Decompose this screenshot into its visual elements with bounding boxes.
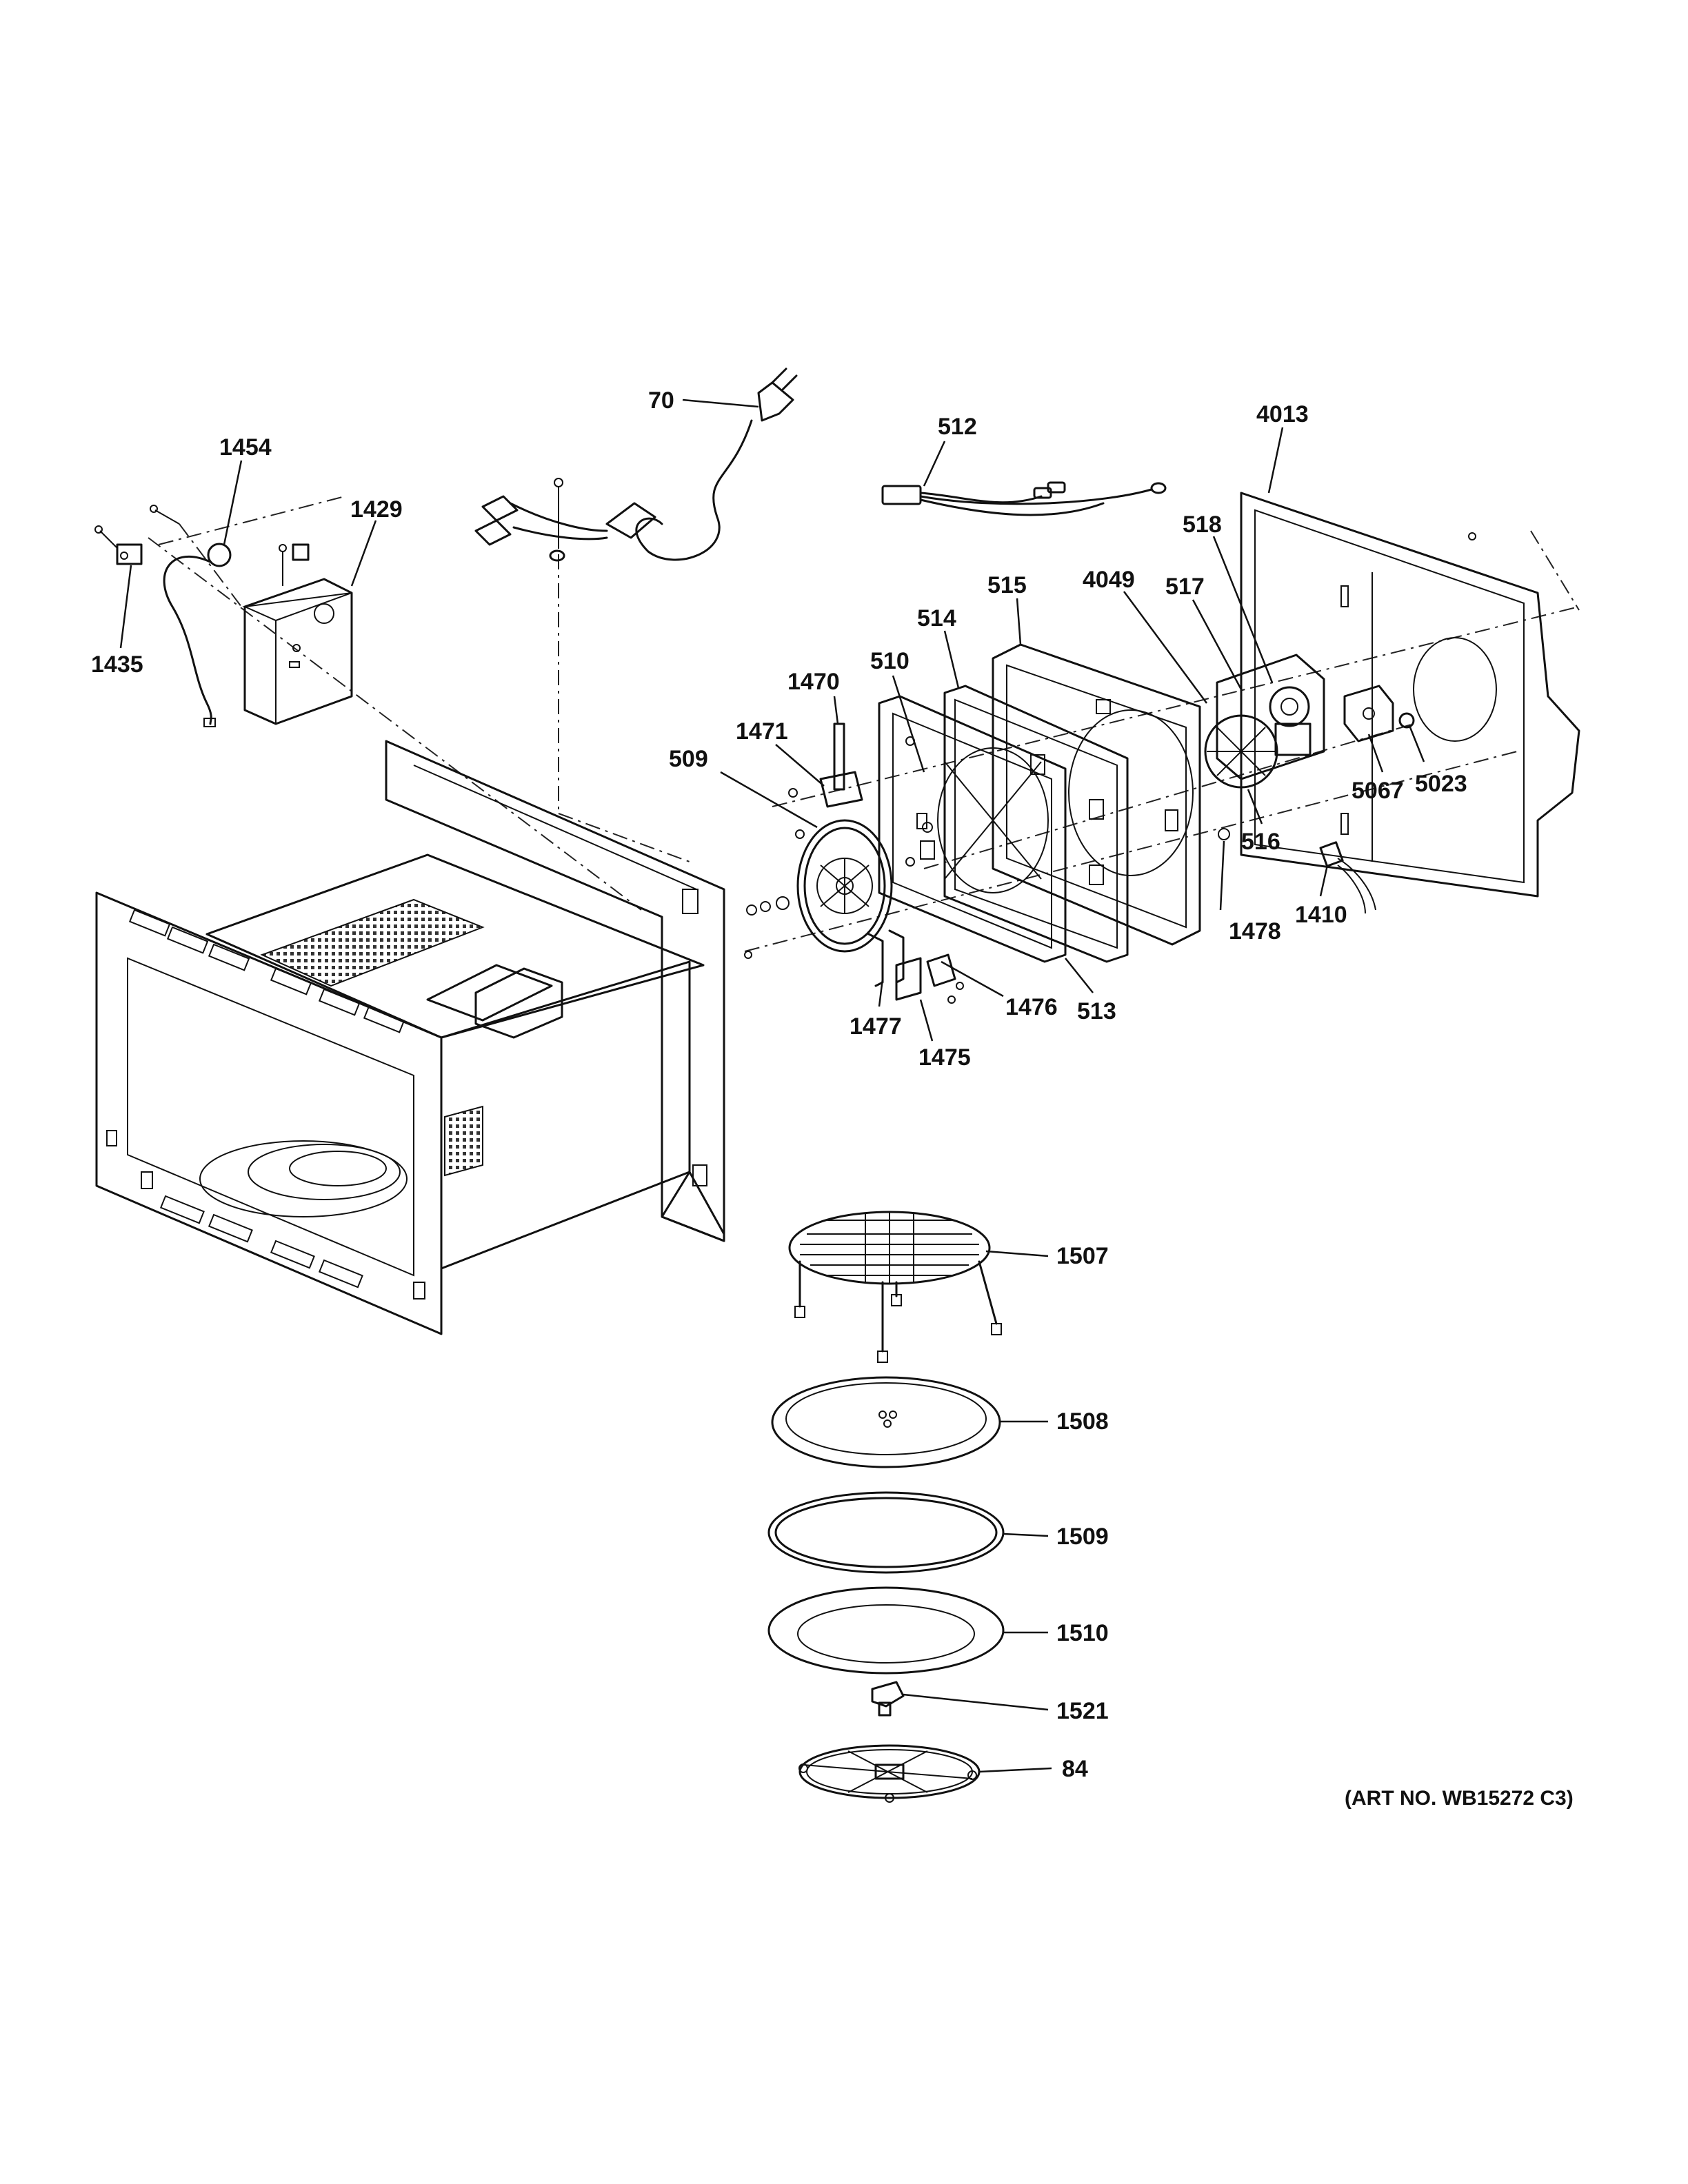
panel-514 bbox=[943, 685, 1129, 963]
callout-84: 84 bbox=[1062, 1756, 1088, 1782]
convection-motor-assembly bbox=[1204, 654, 1415, 914]
callout-513: 513 bbox=[1077, 998, 1116, 1024]
power-cord-harness bbox=[474, 367, 798, 562]
ring-1509 bbox=[767, 1491, 1005, 1574]
callout-1476: 1476 bbox=[1005, 994, 1058, 1020]
callout-514: 514 bbox=[917, 605, 956, 631]
leader-lines bbox=[119, 398, 1425, 1773]
roller-guide-84 bbox=[798, 1744, 981, 1803]
panel-515 bbox=[992, 643, 1201, 946]
cooking-rack-1507 bbox=[788, 1211, 1002, 1363]
callout-515: 515 bbox=[987, 572, 1027, 598]
callout-4049: 4049 bbox=[1083, 567, 1135, 593]
callout-510: 510 bbox=[870, 648, 910, 674]
callout-1477: 1477 bbox=[850, 1013, 902, 1040]
callout-1508: 1508 bbox=[1056, 1408, 1109, 1435]
convection-heater-509 bbox=[744, 722, 964, 1004]
rear-panel-4013 bbox=[1240, 492, 1580, 898]
callout-1435: 1435 bbox=[91, 651, 143, 678]
callout-1507: 1507 bbox=[1056, 1243, 1109, 1269]
callout-1471: 1471 bbox=[736, 718, 788, 745]
callout-512: 512 bbox=[938, 414, 977, 440]
wire-harness-512 bbox=[881, 481, 1167, 516]
callout-1454: 1454 bbox=[219, 434, 272, 461]
callout-1478: 1478 bbox=[1229, 918, 1281, 944]
oven-cavity-assembly bbox=[95, 740, 725, 1335]
callout-517: 517 bbox=[1165, 574, 1205, 600]
bracket-assembly-1429 bbox=[94, 505, 353, 727]
callout-1475: 1475 bbox=[918, 1044, 971, 1071]
callout-70: 70 bbox=[648, 387, 674, 414]
callout-1470: 1470 bbox=[787, 669, 840, 695]
callout-labels: 70 512 4013 1454 1429 1435 518 515 4049 … bbox=[91, 387, 1574, 1810]
callout-518: 518 bbox=[1183, 512, 1222, 538]
callout-1410: 1410 bbox=[1295, 902, 1347, 928]
callout-1429: 1429 bbox=[350, 496, 403, 523]
callout-1510: 1510 bbox=[1056, 1620, 1109, 1646]
art-number: (ART NO. WB15272 C3) bbox=[1345, 1787, 1574, 1810]
coupler-1521 bbox=[871, 1681, 905, 1717]
callout-1521: 1521 bbox=[1056, 1698, 1109, 1724]
callout-5023: 5023 bbox=[1415, 771, 1467, 797]
alignment-lines bbox=[148, 496, 1580, 952]
callout-516: 516 bbox=[1241, 829, 1280, 855]
panel-513 bbox=[878, 695, 1067, 963]
callout-5067: 5067 bbox=[1352, 778, 1404, 804]
callout-1509: 1509 bbox=[1056, 1524, 1109, 1550]
glass-tray-1508 bbox=[771, 1376, 1001, 1468]
tray-1510 bbox=[767, 1586, 1005, 1675]
callout-4013: 4013 bbox=[1256, 401, 1309, 427]
callout-509: 509 bbox=[669, 746, 708, 772]
